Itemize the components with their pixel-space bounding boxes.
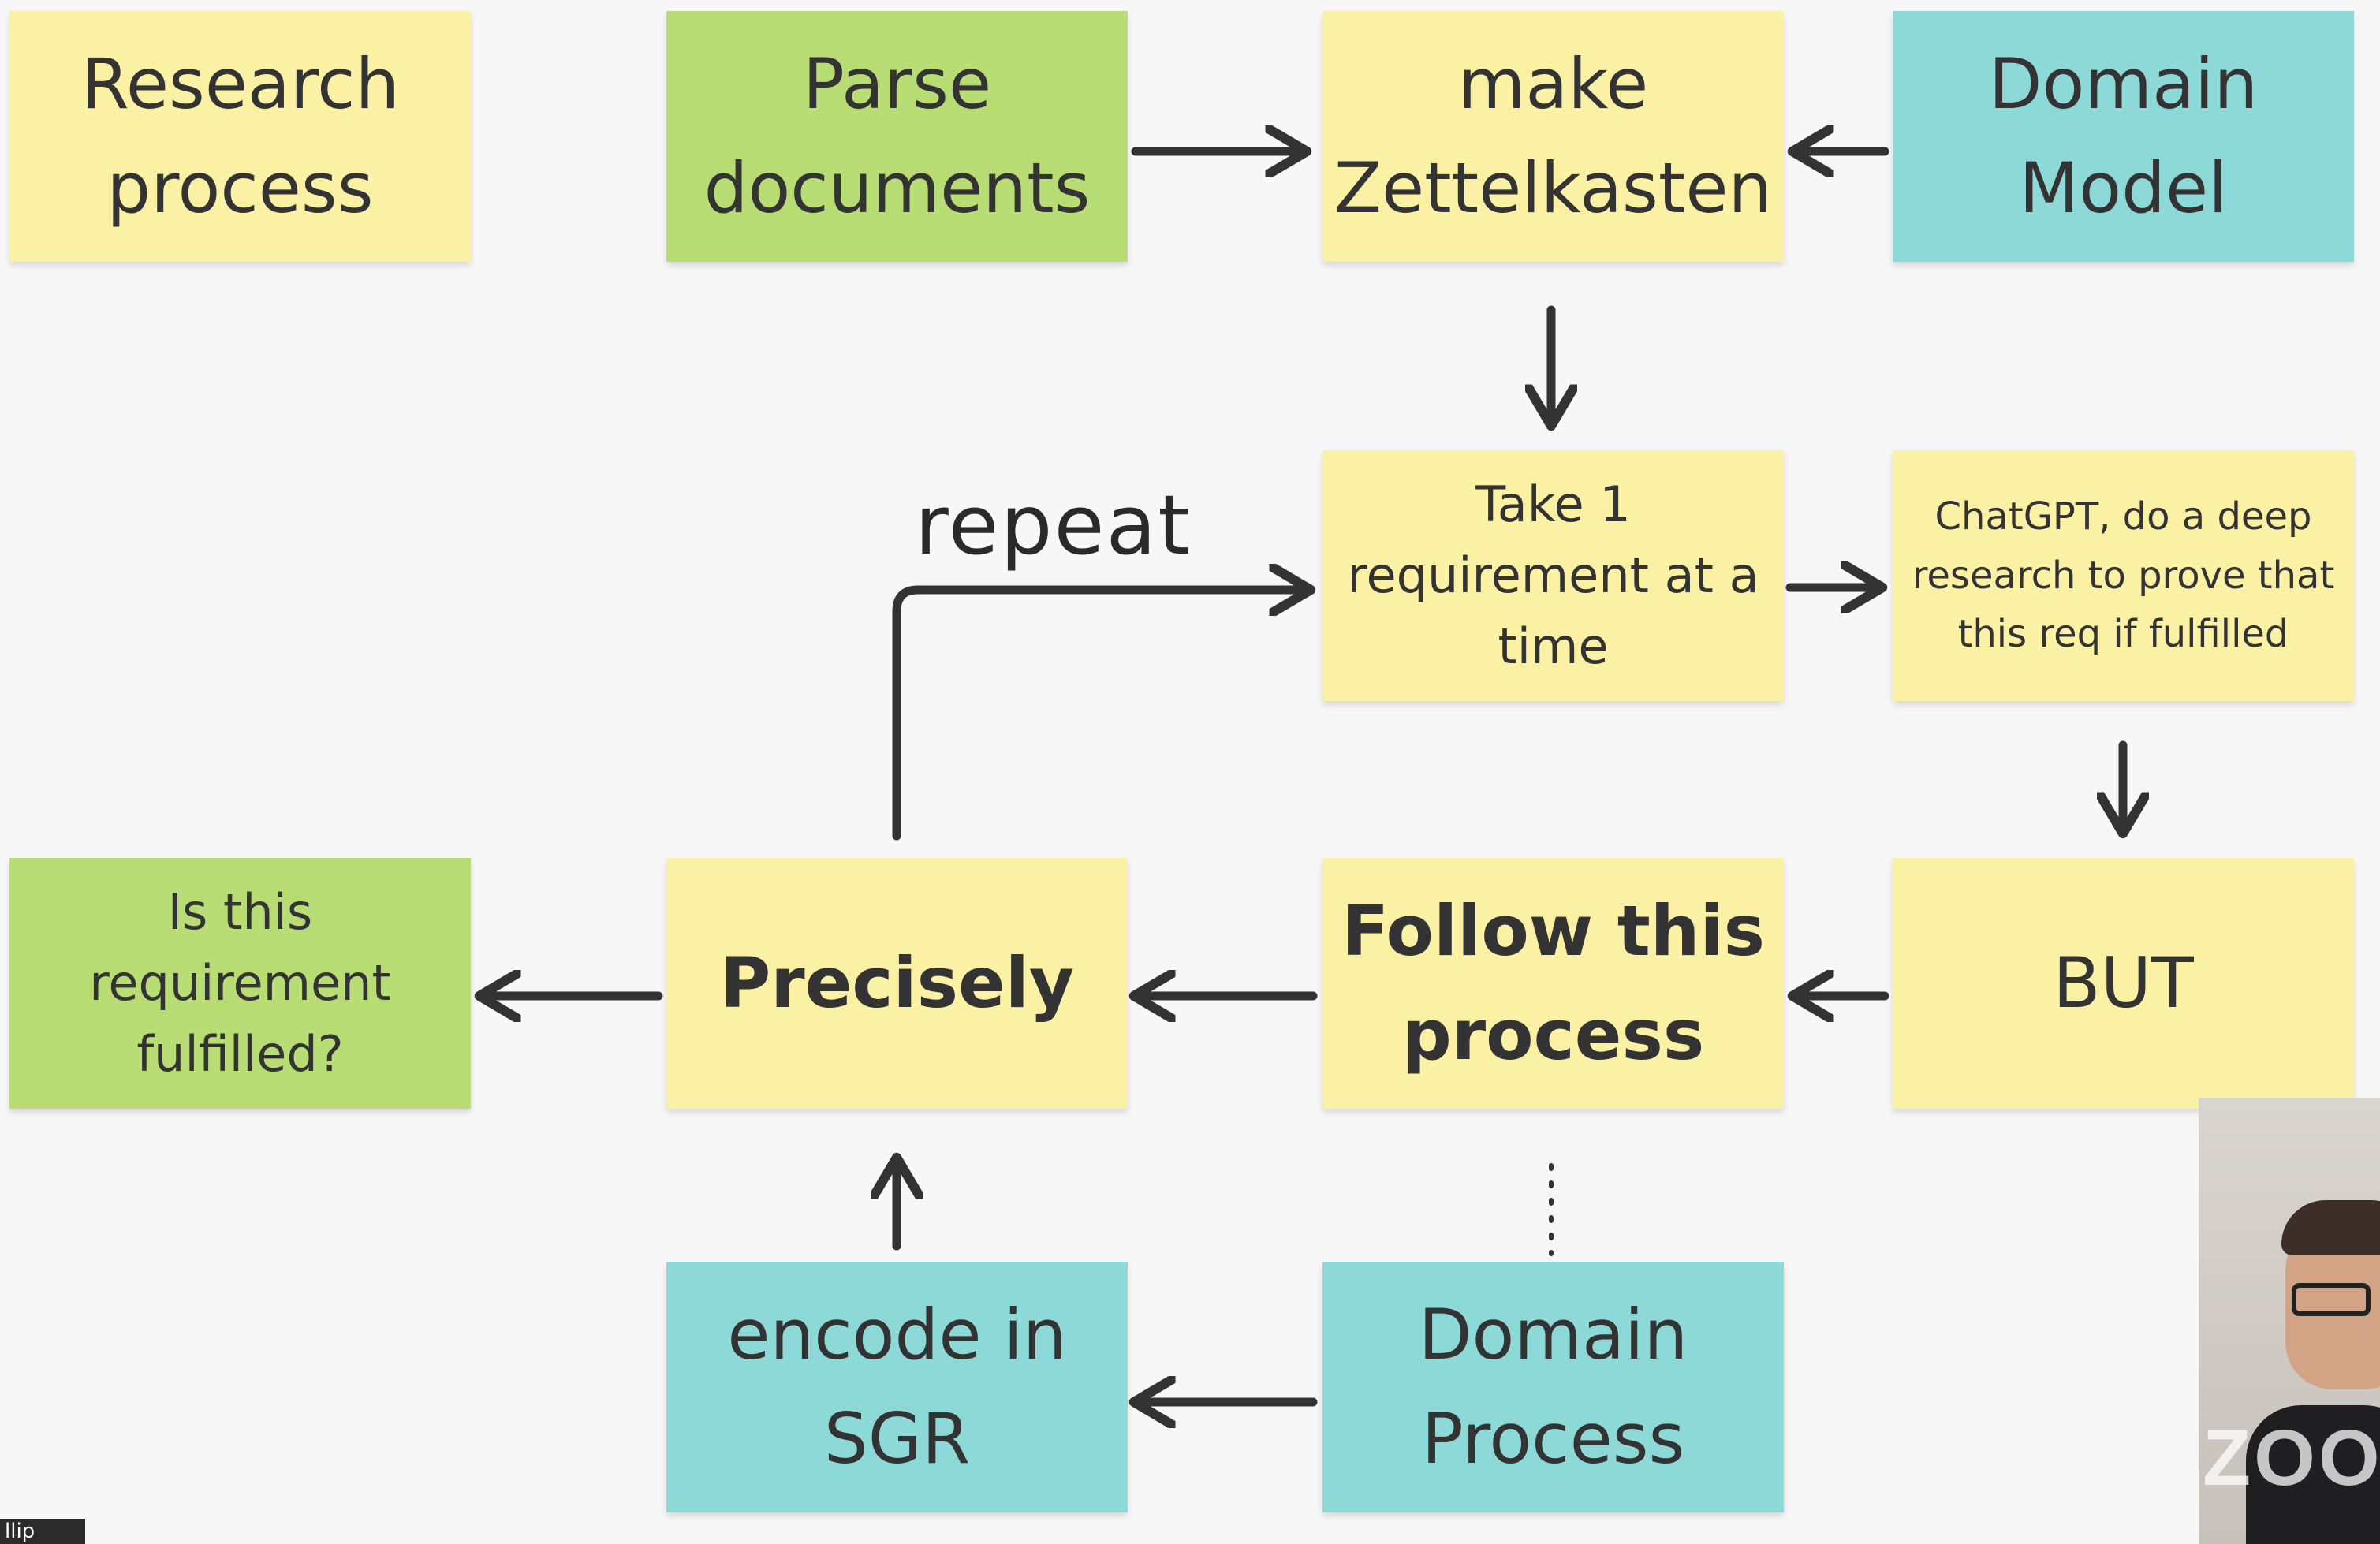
note-take-requirement[interactable]: Take 1 requirement at a time bbox=[1322, 450, 1784, 701]
note-but[interactable]: BUT bbox=[1893, 858, 2354, 1109]
note-encode-sgr[interactable]: encode in SGR bbox=[666, 1262, 1128, 1512]
note-domain-model[interactable]: Domain Model bbox=[1893, 11, 2354, 262]
note-is-fulfilled[interactable]: Is this requirement fulfilled? bbox=[9, 858, 471, 1109]
video-participant-tile[interactable]: ZOO bbox=[2199, 1098, 2380, 1544]
note-parse-documents[interactable]: Parse documents bbox=[666, 11, 1128, 262]
note-precisely[interactable]: Precisely bbox=[666, 858, 1128, 1109]
zoom-watermark: ZOO bbox=[2203, 1414, 2380, 1502]
note-research-process[interactable]: Research process bbox=[9, 11, 471, 262]
participant-hair bbox=[2281, 1200, 2380, 1255]
participant-shirt bbox=[2246, 1405, 2380, 1544]
note-follow-process[interactable]: Follow this process bbox=[1322, 858, 1784, 1109]
participant-glasses bbox=[2292, 1283, 2371, 1316]
participant-name-tag: llip bbox=[0, 1519, 85, 1544]
note-domain-process[interactable]: Domain Process bbox=[1322, 1262, 1784, 1512]
note-chatgpt-research[interactable]: ChatGPT, do a deep research to prove tha… bbox=[1893, 450, 2354, 701]
arrow-repeat-loop bbox=[892, 590, 1309, 841]
repeat-label: repeat bbox=[915, 477, 1192, 573]
note-make-zettelkasten[interactable]: make Zettelkasten bbox=[1322, 11, 1784, 262]
